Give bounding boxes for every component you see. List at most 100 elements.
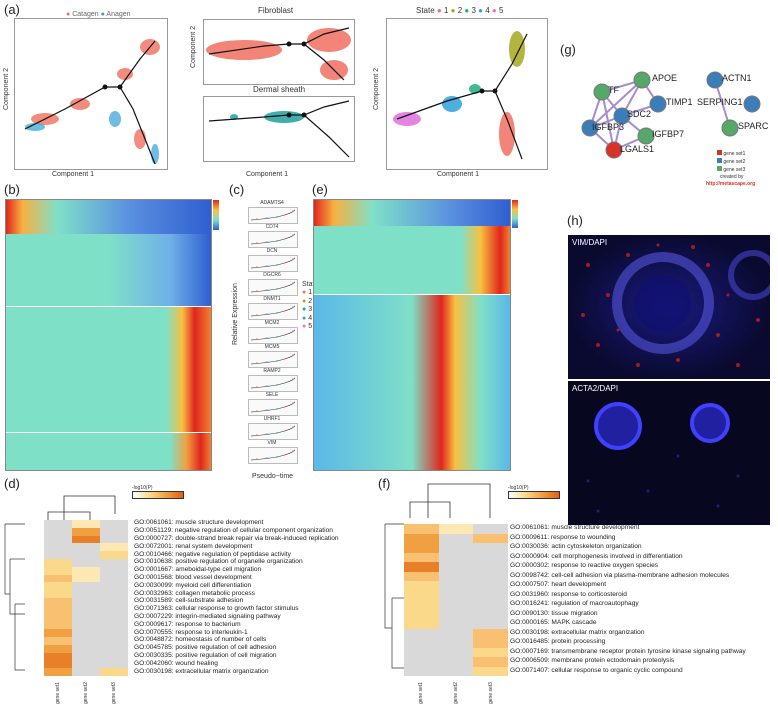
- go-term-label: GO:0010638: positive regulation of organ…: [134, 558, 303, 566]
- state-3: 3: [471, 6, 476, 15]
- heatmap-e-colorbar: [512, 200, 518, 228]
- heatmap-e: [313, 199, 511, 471]
- go-term-label: GO:0000302: response to reactive oxygen …: [510, 562, 659, 570]
- plot2-frame: [203, 19, 355, 85]
- go-cell: [473, 609, 508, 619]
- gene-trend-box: [248, 279, 298, 296]
- go-f-dendrograms: [384, 483, 491, 669]
- metascape-credit: created by http://metascape.org: [706, 174, 756, 187]
- go-cell: [72, 590, 100, 598]
- go-cell: [44, 637, 72, 645]
- go-cell: [404, 647, 439, 657]
- gene-trend-box: [248, 303, 298, 320]
- go-cell: [404, 638, 439, 648]
- go-cell: [100, 520, 128, 528]
- legend-catagen: Catagen: [72, 11, 99, 18]
- go-cell: [100, 613, 128, 622]
- go-cell: [44, 613, 72, 622]
- go-cell: [44, 582, 72, 591]
- go-cell: [72, 566, 100, 575]
- catagen-cells: [31, 39, 160, 149]
- go-cell: [438, 647, 474, 657]
- go-cell: [100, 621, 128, 630]
- gene-trend-label: DNMT1: [263, 296, 281, 302]
- acta2-dapi-image: ACTA2/DAPI: [568, 381, 770, 525]
- go-cell: [100, 644, 128, 653]
- go-cell: [473, 571, 508, 581]
- go-term-label: GO:0030036: actin cytoskeleton organizat…: [510, 543, 642, 551]
- go-cell: [100, 605, 128, 614]
- trajectory-svg-1: [24, 39, 160, 165]
- go-term-label: GO:0031960: response to corticosteroid: [510, 590, 627, 598]
- go-cell: [72, 637, 100, 645]
- gene-trend-row: CD74: [244, 224, 300, 248]
- go-cell: [473, 590, 508, 600]
- gene-trend-ylabel: Relative Expression: [232, 283, 239, 345]
- gene-trend-label: ADAMTS4: [260, 200, 284, 206]
- go-cell: [100, 582, 128, 591]
- go-cell: [72, 559, 100, 567]
- go-term-label: GO:0071363: cellular response to growth …: [134, 605, 299, 613]
- go-cell: [100, 668, 128, 676]
- go-cell: [44, 605, 72, 614]
- plot1-frame: [14, 18, 168, 170]
- acta2-dapi-label: ACTA2/DAPI: [572, 384, 619, 393]
- go-term-label: GO:0007169: transmembrane receptor prote…: [510, 647, 746, 655]
- go-cell: [438, 533, 474, 543]
- go-cell: [438, 638, 474, 648]
- gene-trend-box: [248, 399, 298, 416]
- go-f-scale-label: -log10(P): [508, 485, 529, 491]
- go-cell: [404, 524, 439, 534]
- go-cell: [438, 562, 474, 572]
- panel-h-label: (h): [567, 213, 583, 228]
- go-cell: [72, 644, 100, 653]
- go-term-label: GO:0010466: negative regulation of pepti…: [134, 550, 291, 558]
- go-cell: [72, 668, 100, 676]
- go-term-label: GO:0042060: wound healing: [134, 659, 218, 667]
- go-cell: [44, 590, 72, 598]
- go-cell: [44, 535, 72, 544]
- state-2: 2: [457, 6, 463, 15]
- go-term-label: GO:0090130: tissue migration: [510, 609, 598, 617]
- go-cell: [72, 551, 100, 559]
- gene-trend-box: [248, 447, 298, 464]
- metascape-link[interactable]: http://metascape.org: [706, 180, 756, 187]
- go-cell: [72, 582, 100, 591]
- node-sdc2: SDC2: [627, 109, 652, 119]
- panel-c-label: (c): [229, 182, 245, 197]
- gene-trend-row: DCN: [244, 248, 300, 272]
- gene-trend-row: ADAMTS4: [244, 200, 300, 224]
- go-term-label: GO:0001568: blood vessel development: [134, 574, 252, 581]
- gene-trend-row: MCM5: [244, 344, 300, 368]
- gene-trend-legend: State ● 1 ● 2 ● 3 ● 4 ● 5: [302, 281, 319, 330]
- go-d-scale-label: -log10(P): [132, 485, 153, 491]
- gene-trend-row: MCM2: [244, 320, 300, 344]
- go-cell: [473, 552, 508, 562]
- go-cell: [100, 574, 128, 583]
- go-cell: [473, 524, 508, 534]
- go-cell: [100, 566, 128, 575]
- go-cell: [72, 613, 100, 622]
- go-cell: [44, 520, 72, 528]
- vim-dapi-image: VIM/DAPI: [568, 235, 770, 379]
- go-cell: [404, 562, 439, 572]
- state-legend-title: State: [416, 6, 435, 15]
- go-column-label: gene set3: [111, 682, 117, 704]
- go-term-label: GO:0061061: muscle structure development: [510, 524, 640, 532]
- gene-trend-label: MCM5: [264, 344, 280, 350]
- gene-trend-label: DCN: [266, 248, 278, 254]
- go-cell: [473, 581, 508, 591]
- go-cell: [404, 666, 439, 676]
- go-term-label: GO:0000727: double-strand break repair v…: [134, 535, 339, 542]
- go-cell: [473, 619, 508, 629]
- go-cell: [404, 628, 439, 638]
- panel-f-label: (f): [378, 476, 391, 491]
- go-column-label: gene set1: [55, 682, 61, 704]
- go-cell: [44, 527, 72, 536]
- go-cell: [44, 668, 72, 676]
- gene-trend-row: DGCR6: [244, 272, 300, 296]
- gene-trend-row: DNMT1: [244, 296, 300, 320]
- go-cell: [473, 533, 508, 543]
- go-term-label: GO:0030198: extracellular matrix organiz…: [134, 667, 269, 675]
